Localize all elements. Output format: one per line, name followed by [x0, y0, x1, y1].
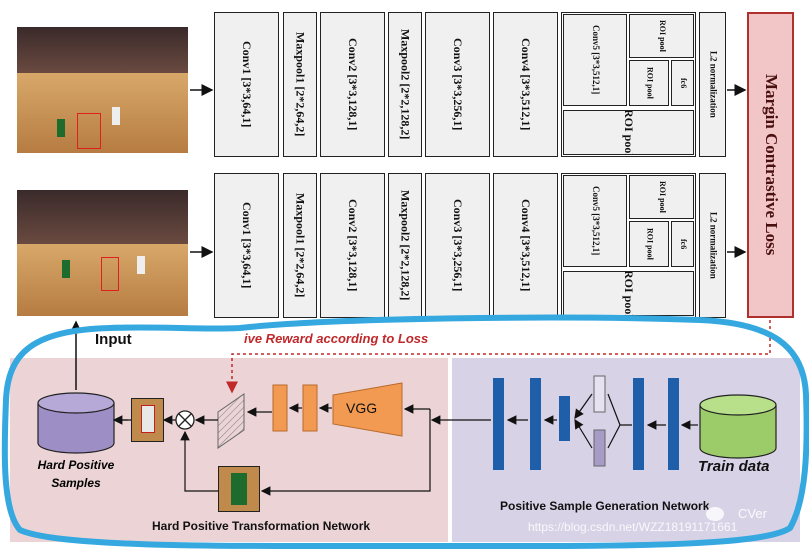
reward-label: ive Reward according to Loss: [244, 331, 429, 346]
conv2-layer: Conv2 [3*3,128,1]: [320, 12, 385, 157]
highlight-outline: [1, 314, 809, 550]
l2-normalization: L2 normalization: [699, 12, 726, 157]
orange-layer-1: [272, 384, 288, 432]
arrow: [607, 424, 621, 449]
arrow: [574, 418, 593, 449]
player-thumbnail: [131, 398, 164, 442]
hard-positive-samples-label: Hard Positive Samples: [37, 458, 115, 490]
maxpool1-layer: Maxpool1 [2*2,64,2]: [283, 173, 317, 318]
conv4-layer: Conv4 [3*3,512,1]: [493, 173, 558, 318]
l2-normalization: L2 normalization: [699, 173, 726, 318]
orange-layer-2: [302, 384, 318, 432]
conv3-layer: Conv3 [3*3,256,1]: [425, 12, 490, 157]
arrow: [180, 430, 218, 492]
margin-contrastive-loss: Margin Contrastive Loss: [747, 12, 794, 318]
arrow: [574, 393, 593, 419]
latent-bar-top: [593, 375, 606, 413]
conv4-layer: Conv4 [3*3,512,1]: [493, 12, 558, 157]
vgg-label: VGG: [346, 400, 378, 416]
decoder-bar-1: [633, 378, 644, 470]
maxpool2-layer: Maxpool2 [2*2,128,2]: [388, 12, 422, 157]
roi-pool-big: ROI pool: [563, 271, 694, 316]
conv2-layer: Conv2 [3*3,128,1]: [320, 173, 385, 318]
encoder-bar-2: [530, 378, 541, 470]
hptn-title: Hard Positive Transformation Network: [152, 519, 371, 533]
input-image-bottom: [17, 190, 188, 316]
roi-pool-inner: ROI pool: [629, 221, 669, 267]
watermark-brand: CVer: [738, 506, 767, 521]
psgn-title: Positive Sample Generation Network: [500, 499, 710, 513]
encoder-bar-1: [493, 378, 504, 470]
latent-bar-bottom: [593, 429, 606, 467]
conv5-layer: Conv5 [3*3,512,1]: [563, 14, 627, 106]
maxpool2-layer: Maxpool2 [2*2,128,2]: [388, 173, 422, 318]
conv5-layer: Conv5 [3*3,512,1]: [563, 175, 627, 267]
multiply-icon: [175, 410, 195, 430]
vgg-block: [332, 382, 403, 437]
input-label: Input: [95, 331, 132, 348]
roi-pool-small: ROI pool: [629, 175, 694, 219]
arrow: [260, 409, 431, 496]
train-data-label: Train data: [698, 458, 770, 475]
input-image-top: [17, 27, 188, 153]
roi-pool-small: ROI pool: [629, 14, 694, 58]
encoder-bar-3: [559, 396, 570, 441]
player-thumbnail: [218, 466, 260, 512]
reward-path: [226, 320, 771, 394]
fc6-layer: fc6: [671, 60, 694, 106]
arrow: [607, 393, 632, 426]
spatial-grid-icon: [217, 393, 245, 449]
database-icon: [37, 392, 115, 454]
roi-pool-inner: ROI pool: [629, 60, 669, 106]
conv1-layer: Conv1 [3*3,64,1]: [214, 173, 279, 318]
maxpool1-layer: Maxpool1 [2*2,64,2]: [283, 12, 317, 157]
fc6-layer: fc6: [671, 221, 694, 267]
conv3-layer: Conv3 [3*3,256,1]: [425, 173, 490, 318]
database-icon: [699, 394, 777, 459]
roi-pool-big: ROI pool: [563, 110, 694, 155]
conv1-layer: Conv1 [3*3,64,1]: [214, 12, 279, 157]
watermark-url: https://blog.csdn.net/WZZ18191171661: [528, 520, 738, 534]
decoder-bar-2: [668, 378, 679, 470]
wechat-icon: [706, 507, 724, 521]
